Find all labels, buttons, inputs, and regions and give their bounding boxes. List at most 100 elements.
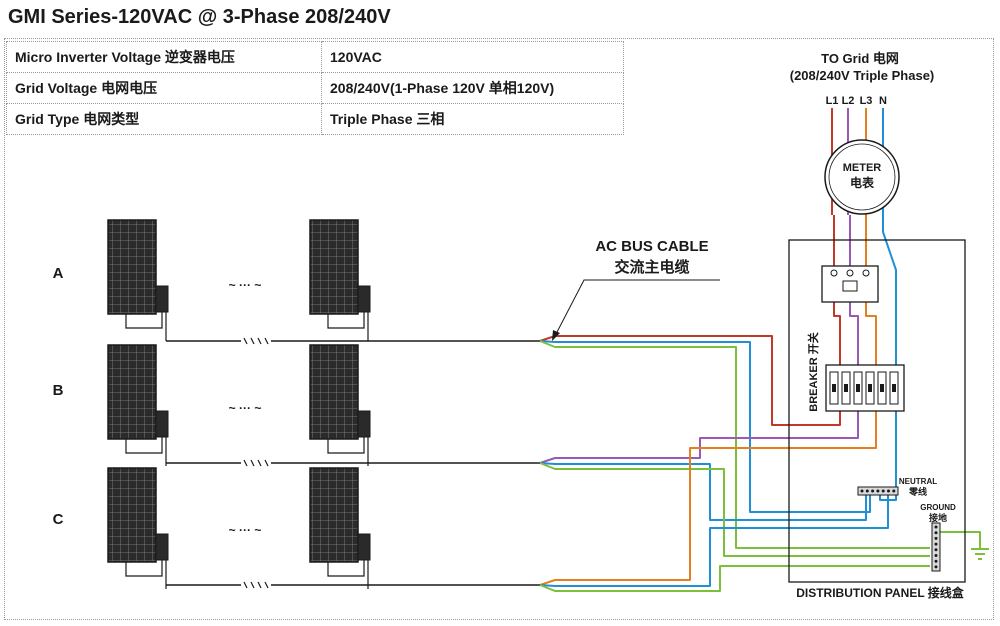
cable-break-mark <box>264 337 269 345</box>
switch-window <box>842 280 858 292</box>
neutral-wire <box>879 215 897 501</box>
spec-value: 120VAC <box>321 41 624 73</box>
spec-value: Triple Phase 三相 <box>321 103 624 135</box>
solar-panel <box>309 219 359 315</box>
page-title: GMI Series-120VAC @ 3-Phase 208/240V <box>8 6 391 28</box>
grid-subtitle: (208/240V Triple Phase) <box>790 68 935 83</box>
bar-screw <box>934 559 938 563</box>
micro-inverter <box>155 533 169 561</box>
l2-wire <box>539 410 859 464</box>
micro-inverter <box>357 410 371 438</box>
cable-label-cn: 交流主电缆 <box>614 258 689 276</box>
spec-label: Micro Inverter Voltage 逆变器电压 <box>6 41 322 73</box>
ground-wire <box>539 462 930 557</box>
cable-break-mark <box>250 459 255 467</box>
terminal-screw <box>830 269 838 277</box>
components-layer <box>107 139 989 589</box>
ground-label-cn: 接地 <box>929 512 947 523</box>
row-label: C <box>53 511 64 528</box>
bar-screw <box>860 489 864 493</box>
breaker-toggle <box>832 384 836 392</box>
ellipsis: ~ ··· ~ <box>229 401 262 415</box>
cable-break-mark <box>264 459 269 467</box>
ground-wire <box>539 565 930 592</box>
ellipsis: ~ ··· ~ <box>229 523 262 537</box>
micro-inverter <box>155 410 169 438</box>
neutral-label: NEUTRAL <box>899 477 937 486</box>
cable-break-mark <box>264 581 269 589</box>
cable-break-mark <box>257 459 262 467</box>
bar-screw <box>934 548 938 552</box>
solar-panel <box>107 467 157 563</box>
meter-circle <box>824 139 900 215</box>
diagram-frame <box>4 38 994 620</box>
spec-table: Micro Inverter Voltage 逆变器电压 120VAC Grid… <box>6 41 624 135</box>
neutral-wire <box>539 462 867 521</box>
terminal-screw <box>862 269 870 277</box>
bar-screw <box>876 489 880 493</box>
distribution-panel-label: DISTRIBUTION PANEL 接线盒 <box>796 585 965 600</box>
cable-break-mark <box>250 337 255 345</box>
bar-screw <box>892 489 896 493</box>
inverter-lead <box>327 560 365 577</box>
row-label: A <box>53 265 64 282</box>
breaker-toggle <box>892 384 896 392</box>
ground-wire <box>539 340 930 549</box>
breaker-toggle <box>856 384 860 392</box>
bar-screw <box>934 525 938 529</box>
ground-label: GROUND <box>920 503 956 512</box>
terminal-screw <box>846 269 854 277</box>
distribution-panel-box <box>788 239 966 583</box>
cable-break-mark <box>250 581 255 589</box>
spec-label: Grid Voltage 电网电压 <box>6 72 322 104</box>
l1-wire <box>539 335 841 426</box>
solar-panel <box>309 467 359 563</box>
grid-line-label: L1 <box>826 95 839 107</box>
meter-ring <box>828 143 896 211</box>
l2-wire <box>849 302 859 365</box>
row-label: B <box>53 382 64 399</box>
grid-title: TO Grid 电网 <box>821 51 899 66</box>
bar-screw <box>871 489 875 493</box>
solar-panel <box>107 219 157 315</box>
grid-line-label: L3 <box>860 95 873 107</box>
grid-line-label: L2 <box>842 95 855 107</box>
meter-label: METER <box>843 162 882 174</box>
bar-screw <box>934 536 938 540</box>
bar-screw <box>934 554 938 557</box>
neutral-wire <box>539 340 871 513</box>
bar-screw <box>865 489 869 493</box>
inverter-lead <box>125 560 163 577</box>
neutral-label-cn: 零线 <box>908 486 927 497</box>
cable-label: AC BUS CABLE <box>595 238 708 255</box>
micro-inverter <box>357 285 371 313</box>
inverter-lead <box>125 312 163 329</box>
l3-wire <box>865 302 877 365</box>
spec-row: Grid Type 电网类型 Triple Phase 三相 <box>6 103 624 135</box>
breaker-toggle <box>868 384 872 392</box>
bar-screw <box>934 565 938 569</box>
cable-break-mark <box>257 581 262 589</box>
cable-break-mark <box>243 581 248 589</box>
breaker-toggle <box>844 384 848 392</box>
l3-wire <box>539 410 877 586</box>
ground-bar <box>931 522 941 572</box>
solar-panel <box>107 344 157 440</box>
bar-screw <box>934 531 938 535</box>
micro-inverter <box>155 285 169 313</box>
meter-label-cn: 电表 <box>850 175 875 190</box>
bar-screw <box>887 489 890 493</box>
grid-line-label: N <box>879 95 887 107</box>
ground-wire <box>940 531 981 548</box>
neutral-wire <box>539 494 889 587</box>
bar-screw <box>881 489 885 493</box>
cable-break-mark <box>257 337 262 345</box>
inverter-lead <box>125 437 163 454</box>
cable-break-mark <box>243 337 248 345</box>
solar-panel <box>309 344 359 440</box>
l1-wire <box>833 302 841 365</box>
spec-label: Grid Type 电网类型 <box>6 103 322 135</box>
breaker-label: BREAKER 开关 <box>806 332 820 411</box>
callout-arrow <box>552 330 560 341</box>
